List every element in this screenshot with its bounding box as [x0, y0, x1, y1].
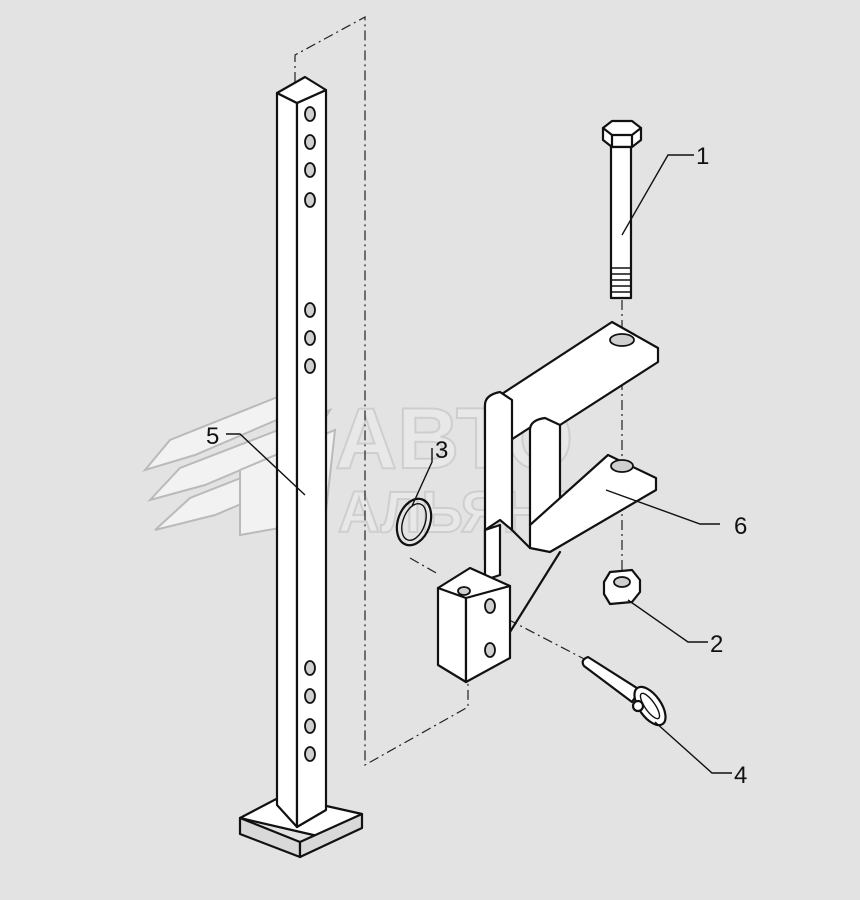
assembly-guide-ring	[409, 557, 439, 575]
leader-6	[605, 489, 720, 525]
pin-ring	[633, 685, 667, 727]
callout-labels: 1 2 3 4 5 6	[206, 143, 747, 789]
bracket-upper-hole	[609, 333, 635, 347]
clamp-block-front	[436, 586, 468, 684]
spring-ring-inner	[401, 503, 427, 541]
leader-1	[621, 154, 694, 236]
nut-hole	[613, 576, 631, 588]
clamp-block-hole-lower	[484, 642, 496, 658]
leader-2	[627, 599, 708, 643]
callout-4: 4	[734, 762, 747, 789]
spring-ring-outer	[395, 497, 433, 547]
pin-with-ring	[581, 655, 667, 727]
bracket-lower-hole	[610, 459, 634, 473]
post-front-face	[275, 91, 299, 829]
pin-shaft	[581, 655, 642, 704]
bracket	[436, 320, 660, 684]
post-top	[275, 75, 328, 105]
leader-3	[411, 448, 433, 507]
bracket-neck	[483, 523, 502, 582]
callout-3: 3	[435, 437, 448, 464]
callout-5: 5	[206, 423, 219, 450]
pin-collar	[631, 699, 645, 713]
stand-post	[238, 75, 364, 859]
bolt	[601, 119, 643, 300]
clamp-block-side	[464, 584, 512, 684]
bracket-upright	[483, 390, 514, 532]
post-holes	[304, 106, 316, 762]
base-plate-side	[298, 812, 364, 859]
nut	[602, 568, 642, 606]
leader-lines	[226, 154, 732, 774]
leader-4	[654, 721, 732, 774]
spring-ring	[395, 497, 433, 547]
callout-1: 1	[696, 143, 709, 170]
bolt-shank	[609, 145, 633, 300]
leader-5	[226, 433, 306, 496]
assembly-guide-post	[294, 15, 469, 767]
clamp-block-hole-upper	[484, 598, 496, 614]
bolt-thread	[611, 267, 631, 293]
callout-6: 6	[734, 513, 747, 540]
clamp-block-top-hole	[457, 586, 471, 596]
callout-2: 2	[710, 631, 723, 658]
